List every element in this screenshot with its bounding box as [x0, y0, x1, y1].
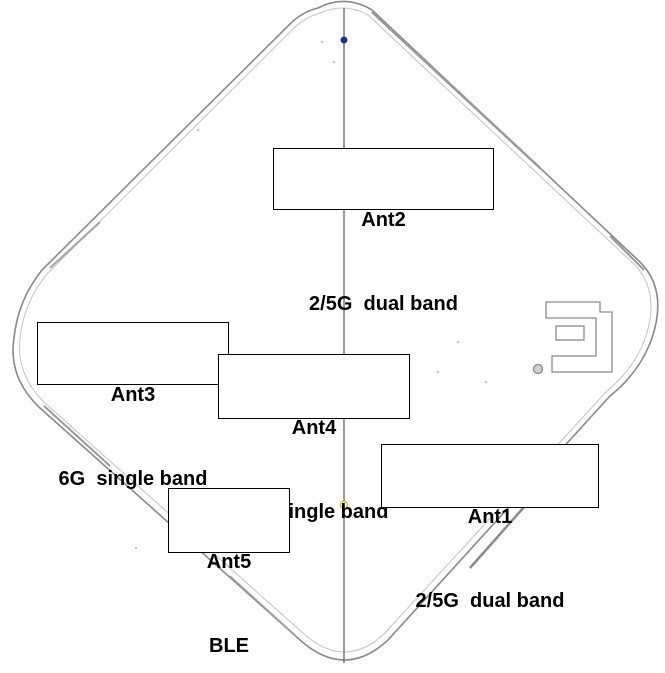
- antenna-band: BLE: [209, 635, 249, 657]
- antenna-label-ant5: Ant5 BLE: [168, 488, 290, 657]
- mid-marker-dot: [339, 500, 349, 510]
- antenna-name: Ant1: [467, 506, 513, 528]
- edge-highlight-right: [609, 235, 645, 271]
- antenna-name: Ant5: [206, 551, 252, 573]
- edge-highlight-bottom-left: [229, 575, 297, 637]
- antenna-label-ant4: Ant4 6G single band: [218, 354, 410, 523]
- speck: [437, 371, 439, 373]
- edge-highlight-left: [49, 221, 101, 269]
- antenna-label-ant2: Ant2 2/5G dual band: [273, 148, 494, 315]
- antenna-name: Ant4: [291, 417, 337, 439]
- antenna-band: 6G single band: [58, 468, 208, 490]
- speck: [321, 41, 323, 43]
- speck: [135, 547, 137, 549]
- speck: [333, 61, 335, 63]
- antenna-label-ant3: Ant3 6G single band: [37, 322, 229, 490]
- antenna-name: Ant3: [110, 384, 156, 406]
- top-marker-dot: [340, 36, 348, 44]
- bracket-component: [532, 301, 613, 375]
- antenna-label-ant1: Ant1 2/5G dual band: [381, 444, 599, 612]
- edge-highlight-lower-left: [43, 405, 111, 467]
- speck: [485, 381, 487, 383]
- edge-highlight-upper-right: [371, 11, 541, 169]
- speck: [457, 341, 459, 343]
- antenna-name: Ant2: [361, 209, 406, 231]
- speck: [197, 129, 199, 131]
- antenna-band: 2/5G dual band: [415, 590, 565, 612]
- antenna-band: 2/5G dual band: [309, 293, 458, 315]
